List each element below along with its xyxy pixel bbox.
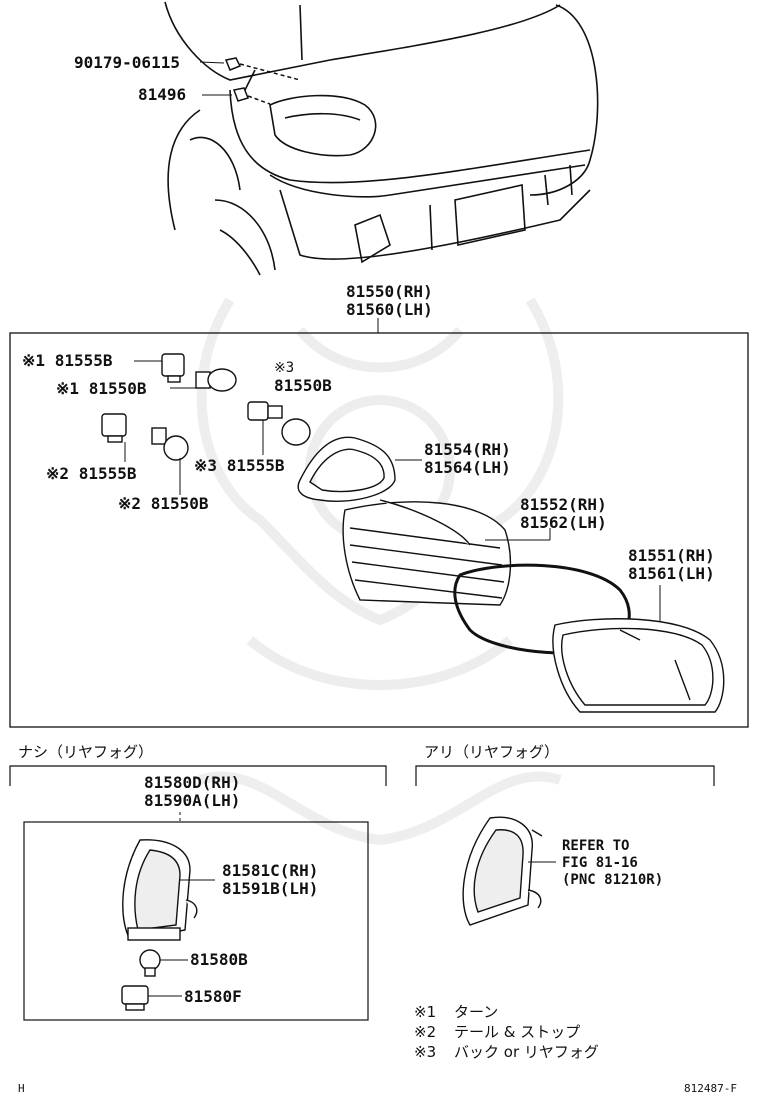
bulb-2-mark: ※2	[118, 494, 142, 513]
fog-assy-part-number[interactable]: 81580D(RH) 81590A(LH)	[144, 774, 240, 810]
lens-part-number[interactable]: 81551(RH) 81561(LH)	[628, 547, 715, 583]
socket-3-label[interactable]: ※3 81555B	[194, 457, 284, 475]
lamp-lens-icon	[552, 618, 725, 713]
fog-assy-lh[interactable]: 81590A(LH)	[144, 791, 241, 810]
socket-1-number[interactable]: 81555B	[54, 351, 113, 370]
leader-clip	[199, 61, 225, 64]
bulb-2-icon	[151, 427, 189, 461]
without-fog-heading: ナシ（リヤフォグ）	[18, 743, 154, 761]
socket-1-mark: ※1	[22, 351, 46, 370]
socket-3-mark: ※3	[194, 456, 218, 475]
refer-line-2[interactable]: FIG 81-16	[562, 855, 638, 871]
clip-icon	[224, 57, 301, 81]
rear-fog-lamp-icon	[462, 816, 543, 926]
legend-item: ※3 バック or リヤフォグ	[414, 1042, 599, 1062]
gasket-part-number[interactable]: 81554(RH) 81564(LH)	[424, 441, 511, 477]
legend-text: テール & ストップ	[454, 1023, 581, 1041]
legend-item: ※2 テール & ストップ	[414, 1022, 599, 1042]
legend-mark: ※2	[414, 1023, 437, 1041]
lamp-assy-box	[9, 332, 749, 728]
grommet-icon	[232, 87, 271, 105]
bulb-1-number[interactable]: 81550B	[88, 379, 147, 398]
grommet-part-number[interactable]: 81496	[138, 85, 187, 104]
legend: ※1 ターン ※2 テール & ストップ ※3 バック or リヤフォグ	[414, 1002, 599, 1062]
clip-part-number[interactable]: 90179-06115	[74, 53, 180, 72]
fog-assy-rh[interactable]: 81580D(RH)	[144, 773, 241, 792]
with-fog-bracket	[415, 765, 715, 786]
without-fog-bracket	[9, 765, 387, 786]
fog-lamp-box	[23, 821, 369, 1021]
bulb-1-label[interactable]: ※1 81550B	[56, 380, 146, 398]
socket-1-icon	[161, 353, 185, 383]
legend-item: ※1 ターン	[414, 1002, 599, 1022]
with-fog-heading: アリ（リヤフォグ）	[424, 743, 560, 761]
refer-note[interactable]: REFER TO FIG 81-16 (PNC 81210R)	[562, 838, 663, 889]
bulb-3-number[interactable]: 81550B	[274, 376, 332, 395]
footer-left: H	[18, 1082, 25, 1095]
fog-lamp-icon	[122, 839, 198, 941]
bulb-2-label[interactable]: ※2 81550B	[118, 495, 208, 513]
socket-1-label[interactable]: ※1 81555B	[22, 352, 112, 370]
body-lh[interactable]: 81562(LH)	[520, 513, 607, 532]
gasket-lh[interactable]: 81564(LH)	[424, 458, 511, 477]
lamp-assy-rh[interactable]: 81550(RH)	[346, 282, 433, 301]
fog-socket-part-number[interactable]: 81580F	[184, 987, 242, 1006]
figure-code: 812487-F	[684, 1082, 737, 1095]
fog-bulb-icon	[139, 949, 161, 977]
legend-mark: ※1	[414, 1003, 437, 1021]
socket-2-mark: ※2	[46, 464, 70, 483]
legend-text: バック or リヤフォグ	[454, 1043, 599, 1061]
lamp-body-icon	[342, 499, 512, 606]
legend-mark: ※3	[414, 1043, 437, 1061]
body-part-number[interactable]: 81552(RH) 81562(LH)	[520, 496, 607, 532]
bulb-1-mark: ※1	[56, 379, 80, 398]
bulb-3-mark: ※3	[274, 360, 295, 376]
bulb-3-label[interactable]: ※3 81550B	[274, 359, 332, 395]
fog-lens-lh[interactable]: 81591B(LH)	[222, 879, 319, 898]
gasket-rh[interactable]: 81554(RH)	[424, 440, 511, 459]
lamp-assy-lh[interactable]: 81560(LH)	[346, 300, 433, 319]
fog-socket-icon	[121, 985, 149, 1011]
fog-lens-rh[interactable]: 81581C(RH)	[222, 861, 319, 880]
socket-2-number[interactable]: 81555B	[78, 464, 137, 483]
lens-rh[interactable]: 81551(RH)	[628, 546, 715, 565]
refer-line-1: REFER TO	[562, 838, 630, 854]
vehicle-rear-illustration	[164, 1, 599, 276]
bulb-2-number[interactable]: 81550B	[150, 494, 209, 513]
socket-2-label[interactable]: ※2 81555B	[46, 465, 136, 483]
socket-2-icon	[101, 413, 127, 443]
socket-3-number[interactable]: 81555B	[226, 456, 285, 475]
refer-line-3: (PNC 81210R)	[562, 872, 664, 888]
fog-lens-part-number[interactable]: 81581C(RH) 81591B(LH)	[222, 862, 318, 898]
lamp-assy-part-number[interactable]: 81550(RH) 81560(LH)	[346, 283, 433, 319]
legend-text: ターン	[454, 1003, 499, 1021]
lens-lh[interactable]: 81561(LH)	[628, 564, 715, 583]
gasket-icon	[297, 436, 396, 502]
fog-bulb-part-number[interactable]: 81580B	[190, 950, 248, 969]
body-rh[interactable]: 81552(RH)	[520, 495, 607, 514]
bulb-1-icon	[195, 368, 237, 392]
bulb-3-icon	[247, 401, 311, 446]
